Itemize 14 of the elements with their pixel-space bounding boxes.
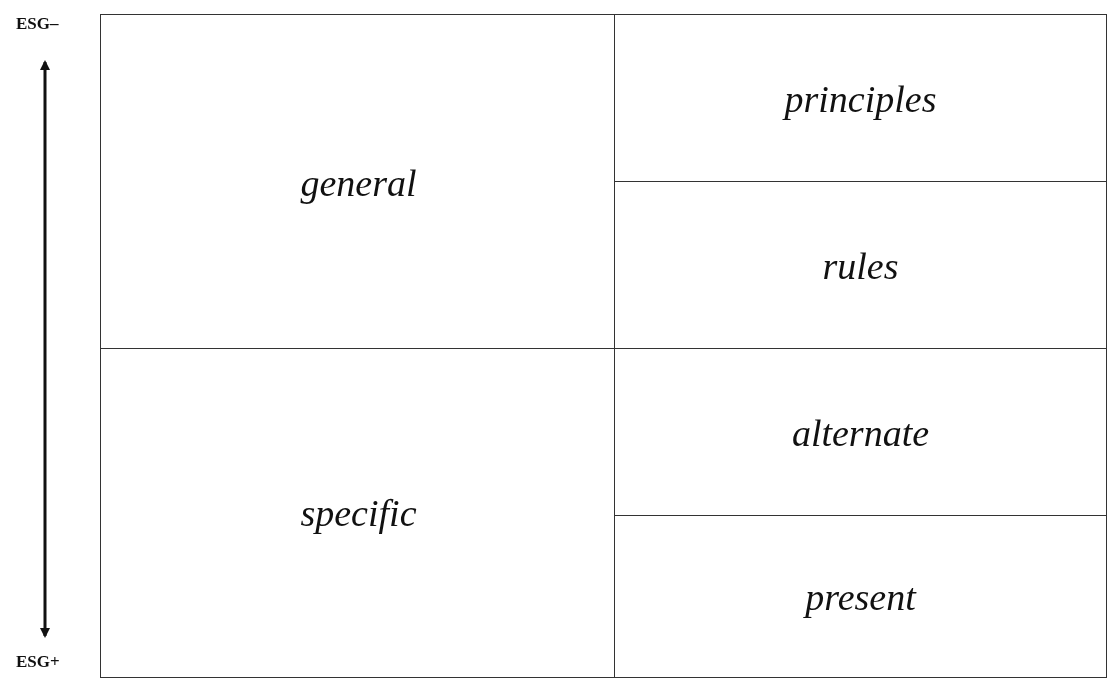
cell-text: present bbox=[805, 574, 916, 619]
scale-label: ESG+ bbox=[16, 652, 60, 672]
table-cell bbox=[614, 515, 1107, 678]
cell-text: specific bbox=[300, 491, 417, 535]
cell-text: alternate bbox=[791, 411, 930, 455]
cell-text: rules bbox=[822, 244, 899, 288]
table-cell bbox=[614, 181, 1107, 351]
table-cell bbox=[100, 348, 617, 678]
table-cell bbox=[614, 14, 1107, 184]
scale-label: ESG– bbox=[16, 14, 59, 34]
table-cell bbox=[100, 14, 617, 351]
cell-text: general bbox=[300, 160, 417, 205]
cell-text: principles bbox=[784, 77, 937, 121]
table-cell bbox=[614, 348, 1107, 518]
